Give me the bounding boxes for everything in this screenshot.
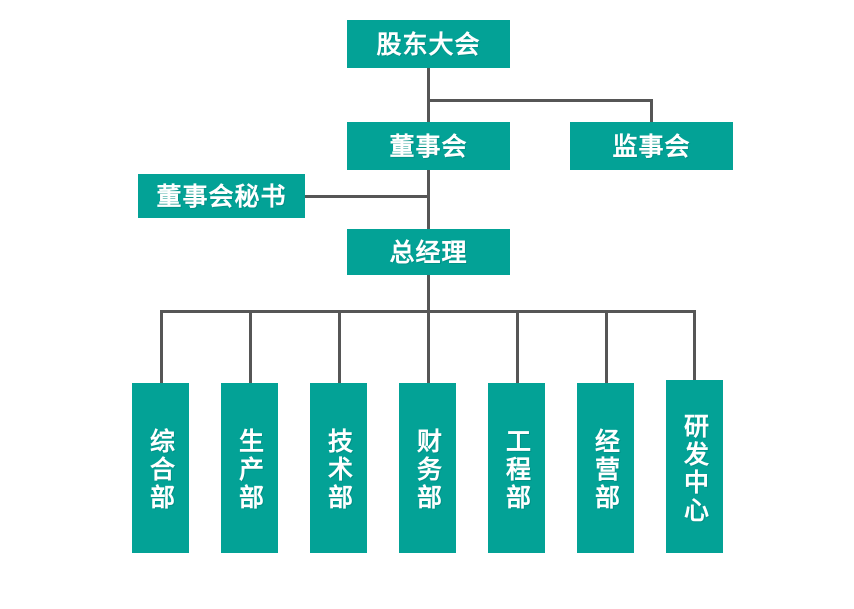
connector-secretary-link <box>305 195 429 198</box>
connector-gm-down <box>427 275 430 313</box>
node-label: 研发中心 <box>680 412 710 525</box>
node-board-of-directors[interactable]: 董事会 <box>347 122 510 170</box>
node-department-comprehensive[interactable]: 综合部 <box>132 383 189 553</box>
node-general-manager[interactable]: 总经理 <box>347 229 510 275</box>
connector-to-department-3 <box>338 310 341 384</box>
connector-to-department-7 <box>693 310 696 381</box>
node-board-secretary[interactable]: 董事会秘书 <box>138 174 305 218</box>
connector-level2-bus <box>427 99 653 102</box>
connector-to-department-5 <box>516 310 519 384</box>
node-department-production[interactable]: 生产部 <box>221 383 278 553</box>
node-department-engineering[interactable]: 工程部 <box>488 383 545 553</box>
node-label: 董事会 <box>389 131 468 161</box>
connector-to-department-2 <box>249 310 252 384</box>
node-label: 总经理 <box>389 237 468 267</box>
node-label: 财务部 <box>413 428 443 512</box>
node-shareholders-meeting[interactable]: 股东大会 <box>347 20 510 68</box>
connector-to-department-4 <box>427 310 430 384</box>
node-label: 股东大会 <box>376 29 481 59</box>
connector-to-department-1 <box>160 310 163 384</box>
node-department-technology[interactable]: 技术部 <box>310 383 367 553</box>
connector-shareholders-down <box>427 68 430 102</box>
node-department-finance[interactable]: 财务部 <box>399 383 456 553</box>
node-department-operations[interactable]: 经营部 <box>577 383 634 553</box>
connector-board-to-general-manager <box>427 170 430 230</box>
node-label: 综合部 <box>146 428 176 512</box>
node-label: 工程部 <box>502 428 532 512</box>
node-label: 技术部 <box>324 428 354 512</box>
connector-to-board-of-directors <box>427 99 430 123</box>
node-department-rd-center[interactable]: 研发中心 <box>666 380 723 553</box>
node-board-of-supervisors[interactable]: 监事会 <box>570 122 733 170</box>
node-label: 监事会 <box>612 131 691 161</box>
node-label: 生产部 <box>235 428 265 512</box>
node-label: 经营部 <box>591 428 621 512</box>
connector-to-department-6 <box>605 310 608 384</box>
node-label: 董事会秘书 <box>156 181 287 211</box>
connector-to-board-of-supervisors <box>650 99 653 123</box>
